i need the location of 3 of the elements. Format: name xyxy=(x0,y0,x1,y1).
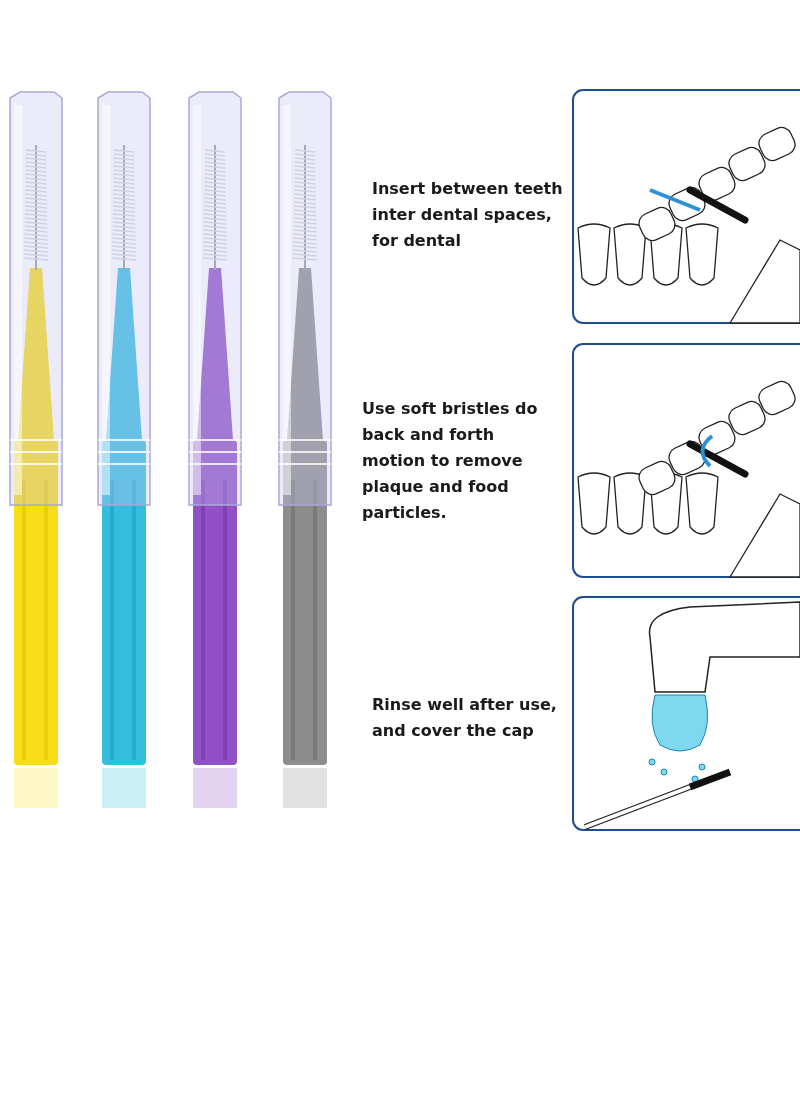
instruction-text: Insert between teeth inter dental spaces, for dental xyxy=(372,178,564,252)
instruction-text: Use soft bristles do back and forth motion to remove plaque and food particles. xyxy=(362,398,539,524)
instruction-text: Rinse well after use, and cover the cap xyxy=(372,694,558,742)
